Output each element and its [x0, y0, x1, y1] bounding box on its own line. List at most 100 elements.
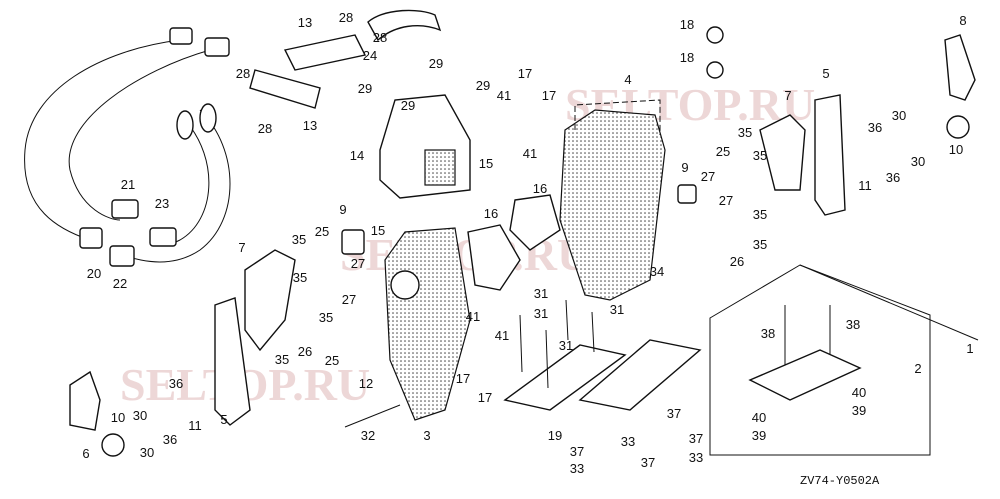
part-number-label: 28 [339, 10, 353, 25]
cover-24 [367, 9, 442, 42]
housing-4 [559, 109, 666, 301]
part-number-label: 38 [761, 326, 775, 341]
lever-5-right [814, 94, 846, 216]
part-number-label: 40 [752, 410, 766, 425]
part-number-label: 11 [188, 418, 202, 433]
plate-16 [509, 194, 561, 251]
arm-7-left [244, 249, 296, 352]
part-number-label: 31 [534, 286, 548, 301]
part-number-label: 26 [730, 254, 744, 269]
part-number-label: 15 [371, 223, 385, 238]
part-number-label: 35 [753, 148, 767, 163]
part-number-label: 41 [466, 309, 480, 324]
part-number-label: 37 [641, 455, 655, 470]
part-number-label: 2 [914, 361, 921, 376]
part-number-label: 28 [236, 66, 250, 81]
part-number-label: 36 [886, 170, 900, 185]
part-number-label: 17 [456, 371, 470, 386]
part-number-label: 41 [497, 88, 511, 103]
part-number-label: 7 [784, 88, 791, 103]
part-number-label: 37 [667, 406, 681, 421]
part-number-label: 16 [484, 206, 498, 221]
housing-3 [384, 227, 471, 421]
part-number-label: 30 [892, 108, 906, 123]
part-number-label: 3 [423, 428, 430, 443]
part-number-label: 35 [738, 125, 752, 140]
part-number-label: 31 [534, 306, 548, 321]
part-number-label: 1 [966, 341, 973, 356]
part-number-label: 29 [429, 56, 443, 71]
part-number-label: 13 [303, 118, 317, 133]
bracket-13 [249, 34, 367, 109]
part-number-label: 20 [87, 266, 101, 281]
part-number-label: 23 [155, 196, 169, 211]
part-number-label: 41 [495, 328, 509, 343]
part-number-label: 41 [523, 146, 537, 161]
part-number-label: 26 [298, 344, 312, 359]
part-number-label: 8 [959, 13, 966, 28]
part-number-label: 35 [292, 232, 306, 247]
part-number-label: 9 [681, 160, 688, 175]
bolts-31 [344, 299, 595, 428]
part-number-label: 27 [701, 169, 715, 184]
part-number-label: 22 [113, 276, 127, 291]
part-number-label: 29 [476, 78, 490, 93]
lever-5-left [214, 297, 251, 426]
handle-6 [69, 370, 101, 431]
part-number-label: 25 [325, 353, 339, 368]
part-number-label: 35 [275, 352, 289, 367]
part-number-label: 25 [716, 144, 730, 159]
part-number-label: 27 [342, 292, 356, 307]
part-number-label: 24 [363, 48, 377, 63]
part-number-label: 31 [559, 338, 573, 353]
part-number-label: 27 [719, 193, 733, 208]
part-number-label: 30 [133, 408, 147, 423]
part-number-label: 38 [846, 317, 860, 332]
plate-16b [467, 224, 521, 291]
part-number-label: 35 [753, 207, 767, 222]
part-number-label: 29 [401, 98, 415, 113]
part-number-label: 17 [542, 88, 556, 103]
grip-10-left [101, 433, 125, 457]
part-number-label: 36 [163, 432, 177, 447]
part-number-label: 19 [548, 428, 562, 443]
part-number-label: 27 [351, 256, 365, 271]
plate-mount [578, 339, 702, 411]
part-number-label: 10 [111, 410, 125, 425]
part-number-label: 28 [258, 121, 272, 136]
part-number-label: 13 [298, 15, 312, 30]
handle-8 [944, 34, 976, 101]
cover-14-window [424, 149, 456, 186]
part-number-label: 30 [140, 445, 154, 460]
part-number-label: 37 [689, 431, 703, 446]
part-number-label: 5 [220, 412, 227, 427]
part-number-label: 33 [689, 450, 703, 465]
part-number-label: 33 [621, 434, 635, 449]
part-number-label: 37 [570, 444, 584, 459]
part-number-label: 29 [358, 81, 372, 96]
part-number-label: 17 [518, 66, 532, 81]
part-number-label: 28 [373, 30, 387, 45]
part-number-label: 21 [121, 177, 135, 192]
part-number-label: 25 [315, 224, 329, 239]
part-number-label: 5 [822, 66, 829, 81]
part-number-label: 36 [169, 376, 183, 391]
part-number-label: 35 [319, 310, 333, 325]
part-number-label: 39 [752, 428, 766, 443]
part-number-label: 18 [680, 50, 694, 65]
kit-box-2 [709, 264, 931, 456]
diagram-code: ZV74-Y0502A [800, 474, 880, 488]
part-number-label: 39 [852, 403, 866, 418]
part-number-label: 35 [753, 237, 767, 252]
part-number-label: 7 [238, 240, 245, 255]
part-number-label: 6 [82, 446, 89, 461]
part-number-label: 30 [911, 154, 925, 169]
part-number-label: 33 [570, 461, 584, 476]
part-number-label: 14 [350, 148, 364, 163]
part-number-label: 12 [359, 376, 373, 391]
part-number-label: 16 [533, 181, 547, 196]
part-number-label: 32 [361, 428, 375, 443]
